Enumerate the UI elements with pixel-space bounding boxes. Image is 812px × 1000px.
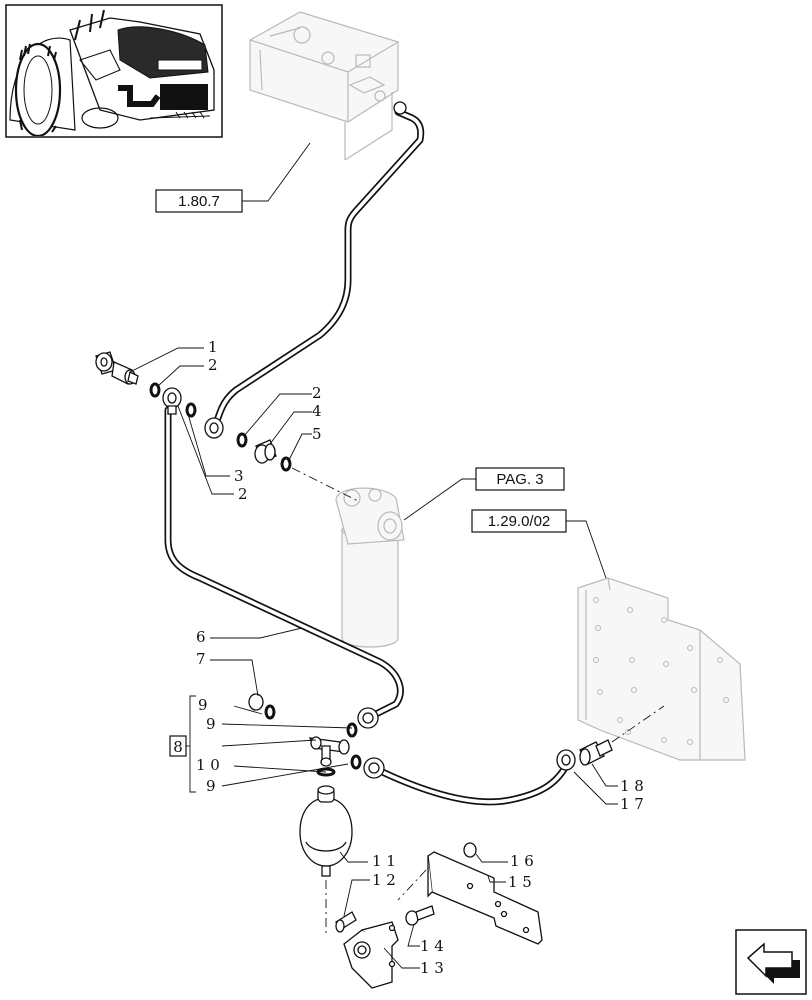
bracket-15[interactable] xyxy=(427,851,543,945)
washer-2b[interactable] xyxy=(185,402,197,418)
washer-9b[interactable] xyxy=(346,722,358,738)
reference-1-29-0-02-label: 1.29.0/02 xyxy=(488,513,551,530)
callout-6[interactable]: 6 xyxy=(196,628,206,646)
washer-5[interactable] xyxy=(280,456,292,472)
leader-lines xyxy=(129,347,618,969)
callout-9-c[interactable]: 9 xyxy=(206,777,216,795)
reference-pag-3-label: PAG. 3 xyxy=(496,471,543,488)
callout-17[interactable]: 1 7 xyxy=(620,795,644,813)
part-1-adapter[interactable] xyxy=(95,351,139,385)
callout-4[interactable]: 4 xyxy=(312,402,322,420)
callout-13[interactable]: 1 3 xyxy=(420,959,444,977)
bracket-13[interactable] xyxy=(343,921,399,989)
washer-9c[interactable] xyxy=(350,754,362,770)
bolt-14[interactable] xyxy=(405,905,435,926)
callout-16[interactable]: 1 6 xyxy=(510,852,534,870)
pipe-6-end-fitting[interactable] xyxy=(357,707,379,729)
bracket-8-label: 8 xyxy=(173,738,183,756)
callout-11[interactable]: 1 1 xyxy=(372,852,396,870)
pipe-17 xyxy=(374,762,570,806)
callout-1[interactable]: 1 xyxy=(208,338,218,356)
part-7-nut[interactable] xyxy=(248,693,264,711)
callout-10[interactable]: 1 0 xyxy=(196,756,220,774)
bolt-12[interactable] xyxy=(335,911,357,933)
arrow-navigation-icon[interactable] xyxy=(735,929,807,995)
washer-2c[interactable] xyxy=(236,432,248,448)
part-18-adapter[interactable] xyxy=(579,739,613,766)
tee-fitting[interactable] xyxy=(308,736,350,767)
accumulator-11[interactable] xyxy=(299,785,353,877)
banjo-bolt-4[interactable] xyxy=(254,439,277,464)
callout-12[interactable]: 1 2 xyxy=(372,871,396,889)
nut-16[interactable] xyxy=(463,842,477,858)
washer-2a[interactable] xyxy=(149,382,161,398)
upper-pipe xyxy=(214,101,425,422)
control-valve-ghost xyxy=(249,11,399,161)
callout-14[interactable]: 1 4 xyxy=(420,937,444,955)
transmission-cover-ghost xyxy=(577,577,746,761)
reference-labels: 1.80.7 PAG. 3 1.29.0/02 8 xyxy=(173,193,550,756)
callout-2-a[interactable]: 2 xyxy=(208,356,218,374)
callout-9-a[interactable]: 9 xyxy=(198,696,208,714)
callout-15[interactable]: 1 5 xyxy=(508,873,532,891)
callout-3[interactable]: 3 xyxy=(234,467,244,485)
callout-18[interactable]: 1 8 xyxy=(620,777,644,795)
callout-7[interactable]: 7 xyxy=(196,650,206,668)
reference-1-80-7[interactable] xyxy=(155,142,311,213)
tractor-location-thumbnail[interactable] xyxy=(5,4,223,138)
reference-1-29-0-02[interactable] xyxy=(471,509,607,579)
banjo-fitting-6[interactable] xyxy=(162,387,182,415)
callout-5[interactable]: 5 xyxy=(312,425,322,443)
callout-labels: 1 2 2 4 5 3 2 6 7 9 9 1 0 9 1 1 1 2 1 3 … xyxy=(196,338,644,977)
pipe-6 xyxy=(164,406,404,720)
reference-1-80-7-label: 1.80.7 xyxy=(178,193,220,210)
callout-2-b[interactable]: 2 xyxy=(238,485,248,503)
callout-2-c[interactable]: 2 xyxy=(312,384,322,402)
washer-9a[interactable] xyxy=(264,704,276,720)
filter-ghost xyxy=(335,487,405,648)
reference-pag-3[interactable] xyxy=(403,467,565,521)
pipe-17-end-fitting[interactable] xyxy=(556,749,576,771)
banjo-fitting-3[interactable] xyxy=(204,417,224,439)
washer-10[interactable] xyxy=(316,767,336,777)
pipe-17-start-fitting[interactable] xyxy=(363,757,385,779)
callout-bracket-8 xyxy=(169,695,196,793)
callout-9-b[interactable]: 9 xyxy=(206,715,216,733)
